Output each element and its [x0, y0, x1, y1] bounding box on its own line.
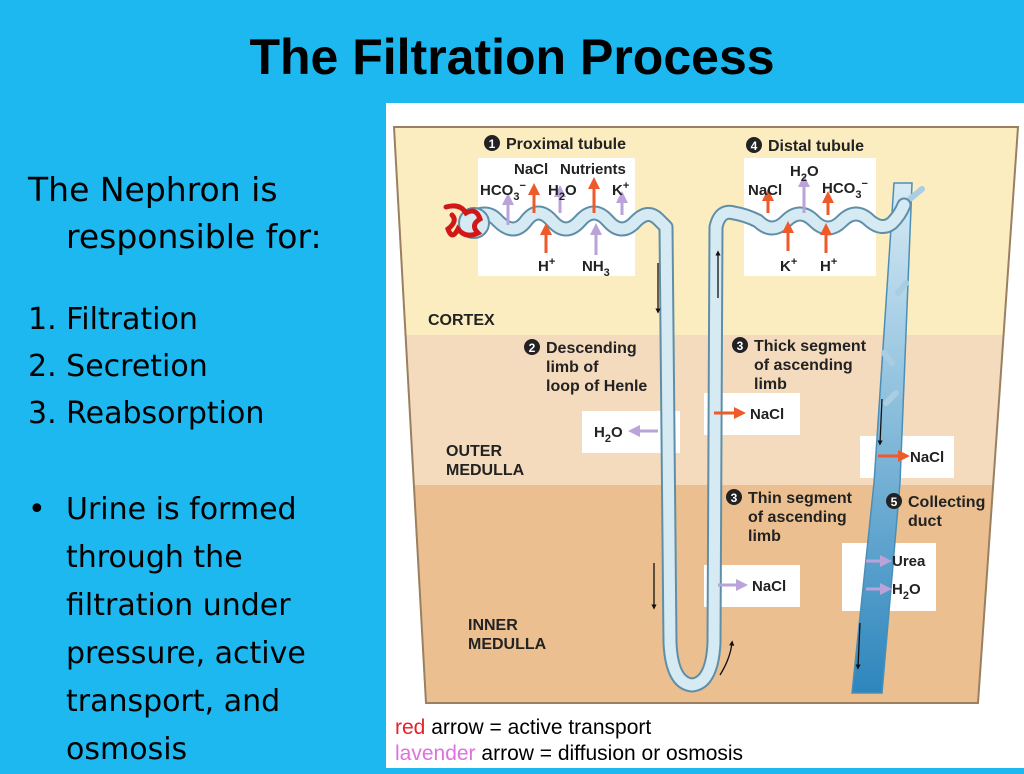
arrow-legend: red arrow = active transport lavender ar…: [386, 715, 1024, 768]
segment-chemicals: H2O NaCl NaCl NaCl Urea H2O: [594, 406, 944, 602]
chem-nutrients: Nutrients: [560, 161, 626, 178]
intro-line-2: responsible for:: [66, 217, 322, 256]
duct-branches: [881, 186, 925, 406]
svg-text:3: 3: [731, 491, 738, 505]
svg-text:Descending: Descending: [546, 340, 637, 357]
step-1-label: 1 Proximal tubule: [484, 135, 626, 153]
legend-lavender-word: lavender: [395, 742, 476, 765]
svg-text:limb: limb: [754, 376, 787, 393]
step-5-label: 5 Collecting duct: [886, 493, 985, 530]
svg-text:of ascending: of ascending: [748, 509, 847, 526]
bullet-point: • Urine is formed through the filtration…: [28, 486, 368, 774]
chem-nacl: NaCl: [750, 406, 784, 423]
outer-medulla-label-1: OUTER: [446, 443, 502, 460]
step-2-label: 2 Descending limb of loop of Henle: [524, 339, 647, 395]
collecting-duct: [851, 182, 913, 694]
nephron-tubule: [460, 197, 912, 693]
legend-red-text: arrow = active transport: [425, 716, 652, 739]
chem-nh3: NH3: [582, 258, 610, 279]
cortex-label: CORTEX: [428, 312, 495, 329]
inner-medulla-label-2: MEDULLA: [468, 636, 547, 653]
flow-arrows: [651, 250, 883, 676]
svg-text:Distal tubule: Distal tubule: [768, 138, 864, 155]
chem-nacl: NaCl: [752, 578, 786, 595]
chem-nacl: NaCl: [514, 161, 548, 178]
legend-lavender-text: arrow = diffusion or osmosis: [475, 742, 744, 765]
distal-chemicals: H2O NaCl HCO3− K+ H+: [748, 163, 868, 275]
chem-hco3: HCO3−: [480, 180, 526, 203]
function-list: 1. Filtration 2. Secretion 3. Reabsorpti…: [28, 296, 264, 437]
legend-red-word: red: [395, 716, 426, 739]
list-item: 3. Reabsorption: [28, 396, 265, 431]
svg-text:5: 5: [891, 495, 898, 509]
svg-text:Thin segment: Thin segment: [748, 490, 853, 507]
chem-h: H+: [820, 256, 837, 275]
chem-nacl: NaCl: [748, 182, 782, 199]
svg-text:2: 2: [529, 341, 536, 355]
kidney-outline: [392, 126, 1020, 704]
proximal-transport-arrows: [502, 177, 628, 255]
bullet-text: Urine is formed through the filtration u…: [66, 492, 306, 767]
intro-line-1: The Nephron is: [28, 170, 278, 209]
nephron-diagram-svg: 1 Proximal tubule 4 Distal tubule 2 Desc…: [392, 126, 1020, 704]
list-item: 2. Secretion: [28, 349, 208, 384]
legend-diffusion: lavender arrow = diffusion or osmosis: [395, 741, 1024, 767]
svg-text:1: 1: [489, 137, 496, 151]
segment-transport-arrows: [628, 407, 910, 595]
svg-text:loop of Henle: loop of Henle: [546, 378, 647, 395]
legend-active: red arrow = active transport: [395, 715, 1024, 741]
proximal-chemicals: NaCl Nutrients HCO3− H2O K+ H+ NH3: [480, 161, 629, 279]
step-3-thick-label: 3 Thick segment of ascending limb: [732, 337, 867, 393]
svg-text:limb of: limb of: [546, 359, 599, 376]
svg-text:4: 4: [751, 139, 758, 153]
chem-h2o: H2O: [892, 581, 921, 602]
step-4-label: 4 Distal tubule: [746, 137, 864, 155]
intro-text: The Nephron is responsible for:: [28, 166, 378, 260]
chem-h2o: H2O: [790, 163, 819, 184]
chem-h2o: H2O: [594, 424, 623, 445]
svg-text:Collecting: Collecting: [908, 494, 985, 511]
svg-text:duct: duct: [908, 513, 942, 530]
chem-hco3: HCO3−: [822, 178, 868, 201]
nephron-diagram: 1 Proximal tubule 4 Distal tubule 2 Desc…: [386, 103, 1024, 715]
inner-medulla-label-1: INNER: [468, 617, 518, 634]
svg-text:of ascending: of ascending: [754, 357, 853, 374]
chem-k: K+: [780, 256, 797, 275]
step-3-thin-label: 3 Thin segment of ascending limb: [726, 489, 853, 545]
chem-k: K+: [612, 180, 629, 199]
svg-text:Thick segment: Thick segment: [754, 338, 867, 355]
list-item: 1. Filtration: [28, 302, 198, 337]
bullet-icon: •: [28, 492, 46, 527]
svg-text:Proximal tubule: Proximal tubule: [506, 136, 626, 153]
chem-h: H+: [538, 256, 555, 275]
svg-text:3: 3: [737, 339, 744, 353]
page-title: The Filtration Process: [249, 29, 775, 85]
glomerulus-icon: [443, 203, 490, 239]
chem-h2o: H2O: [548, 182, 577, 203]
chem-nacl: NaCl: [910, 449, 944, 466]
chem-urea: Urea: [892, 553, 926, 570]
svg-text:limb: limb: [748, 528, 781, 545]
outer-medulla-label-2: MEDULLA: [446, 462, 525, 479]
distal-transport-arrows: [762, 175, 834, 253]
